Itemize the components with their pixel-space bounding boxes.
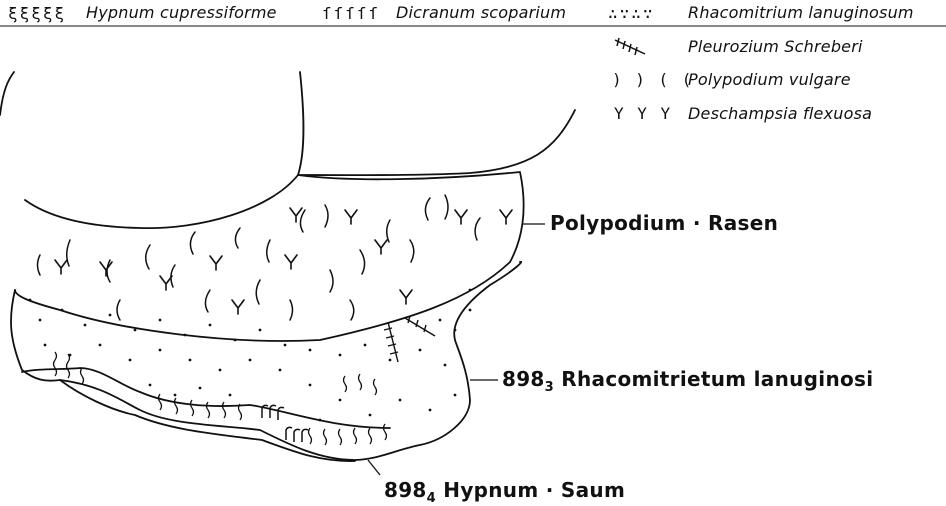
callout-polypodium-rasen: Polypodium · Rasen bbox=[550, 211, 778, 235]
callout-hypnum-number: 898 bbox=[384, 478, 427, 502]
callout-rhacomitrietum-number: 898 bbox=[502, 367, 545, 391]
rhacomitrium-legend-symbol: ∴∵∴∵ bbox=[608, 4, 655, 23]
hypnum-legend-symbol: ξξξξξ bbox=[8, 4, 66, 23]
callout-rhacomitrietum-subscript: 3 bbox=[545, 380, 554, 395]
rock-outline bbox=[298, 110, 575, 175]
dicranum-legend-symbol: ſſſſſ bbox=[322, 4, 380, 23]
callout-hypnum-subscript: 4 bbox=[427, 491, 436, 506]
legend-hypnum-label: Hypnum cupressiforme bbox=[86, 3, 277, 22]
dicranum-marks bbox=[262, 405, 308, 442]
deschampsia-marks bbox=[55, 208, 512, 314]
hypnum-marks bbox=[54, 352, 387, 445]
pleurozium-marks bbox=[384, 316, 435, 362]
pleurozium-legend-icon bbox=[615, 38, 645, 55]
callout-hypnum-text: Hypnum · Saum bbox=[443, 478, 625, 502]
polypodium-turf-outline bbox=[15, 172, 524, 341]
boulder-outline bbox=[0, 72, 304, 175]
legend-deschampsia-label: Deschampsia flexuosa bbox=[688, 104, 872, 123]
deschampsia-legend-symbol: Y Y Y bbox=[614, 104, 672, 123]
rhacomitrium-outline bbox=[11, 262, 521, 460]
legend-rhacomitrium-label: Rhacomitrium lanuginosum bbox=[688, 3, 914, 22]
callout-rhacomitrietum-text: Rhacomitrietum lanuginosi bbox=[561, 367, 873, 391]
legend-dicranum-label: Dicranum scoparium bbox=[396, 3, 566, 22]
polypodium-marks bbox=[38, 195, 481, 320]
leader-hypnum bbox=[368, 460, 380, 475]
callout-hypnum-saum: 8984 Hypnum · Saum bbox=[384, 478, 625, 506]
legend-pleurozium-label: Pleurozium Schreberi bbox=[688, 37, 863, 56]
callout-rhacomitrietum: 8983 Rhacomitrietum lanuginosi bbox=[502, 367, 873, 395]
polypodium-legend-symbol: ) ) ( ( bbox=[612, 70, 693, 89]
legend-polypodium-label: Polypodium vulgare bbox=[688, 70, 851, 89]
